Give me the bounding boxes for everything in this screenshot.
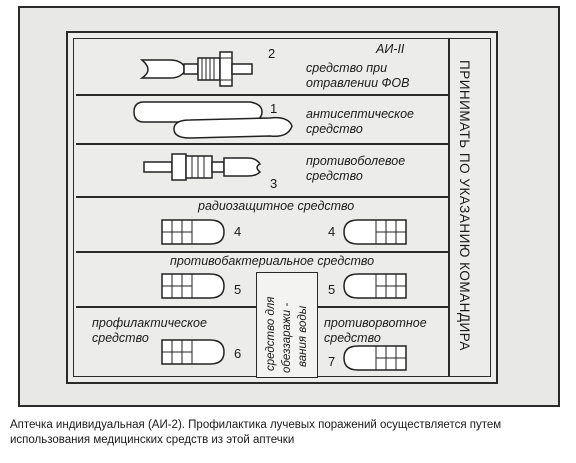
pill-case-left-icon: [161, 273, 225, 299]
pill-case-left-icon: [161, 339, 225, 365]
item-label-ai2: АИ-II: [376, 42, 405, 56]
item-label: профилактическое: [92, 316, 207, 330]
pill-case-right-icon: [343, 219, 407, 245]
pill-case-right-icon: [343, 345, 407, 371]
water-label-line3: вания воды: [297, 305, 309, 367]
section-header: радиозащитное средство: [198, 199, 355, 213]
antiseptic-tube-icon: [133, 101, 293, 139]
divider: [316, 306, 448, 308]
item-number: 3: [270, 176, 278, 191]
item-label: средство: [92, 331, 149, 345]
divider: [76, 251, 448, 253]
divider: [76, 196, 448, 198]
item-label: антисептическое: [306, 107, 414, 121]
syringe-tube-painkiller-icon: [143, 153, 262, 181]
divider: [76, 143, 448, 145]
item-label: противорвотное: [324, 316, 427, 330]
water-label-line2: обеззаражи -: [281, 302, 293, 373]
syringe-tube-fov-icon: [139, 51, 253, 87]
divider: [76, 306, 256, 308]
item-label: средство: [306, 169, 363, 183]
pill-case-right-icon: [343, 273, 407, 299]
pill-case-left-icon: [161, 219, 225, 245]
item-label: средство: [306, 122, 363, 136]
item-label: средство при: [306, 61, 388, 75]
water-disinfection-box: средство для обеззаражи - вания воды: [256, 272, 318, 378]
item-number: 2: [268, 46, 276, 61]
item-label: противоболевое: [306, 154, 406, 168]
command-instruction-text: ПРИНИМАТЬ ПО УКАЗАНИЮ КОМАНДИРА: [457, 60, 472, 351]
item-number: 4: [234, 224, 242, 239]
item-number: 5: [234, 282, 242, 297]
water-label-line1: средство для: [265, 296, 277, 371]
divider: [448, 38, 450, 376]
item-number: 7: [328, 354, 336, 369]
divider: [76, 94, 448, 96]
figure-caption: Аптечка индивидуальная (АИ-2). Профилакт…: [10, 419, 502, 446]
item-number: 1: [270, 101, 278, 116]
item-label: отравлении ФОВ: [306, 76, 410, 90]
item-number: 4: [328, 224, 336, 239]
item-label: средство: [324, 331, 381, 345]
item-number: 5: [328, 282, 336, 297]
item-number: 6: [234, 346, 242, 361]
section-header: противобактериальное средство: [170, 254, 375, 268]
